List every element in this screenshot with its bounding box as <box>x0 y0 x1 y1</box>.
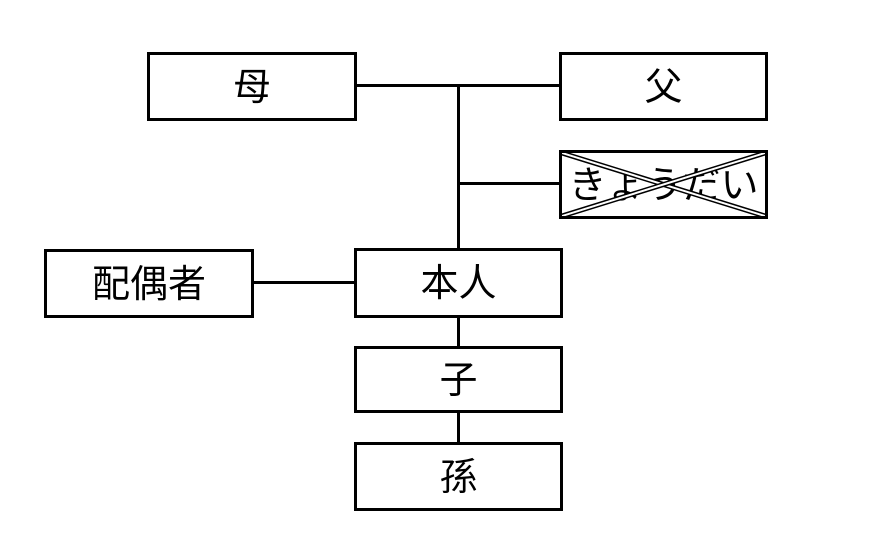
node-siblings-label: きょうだい <box>568 162 759 207</box>
node-child: 子 <box>354 346 563 413</box>
node-grandchild-label: 孫 <box>439 454 478 499</box>
siblings-connector <box>457 182 560 185</box>
node-grandchild: 孫 <box>354 442 563 511</box>
node-siblings: きょうだい <box>559 150 768 219</box>
node-spouse-label: 配偶者 <box>91 261 206 306</box>
parents-descent-line <box>457 84 460 249</box>
node-mother: 母 <box>147 52 357 121</box>
node-mother-label: 母 <box>232 64 271 109</box>
self-child-connector <box>457 316 460 347</box>
node-child-label: 子 <box>439 357 478 402</box>
node-self-label: 本人 <box>420 261 497 305</box>
node-self: 本人 <box>354 248 563 318</box>
spouse-self-connector <box>253 281 355 284</box>
node-spouse: 配偶者 <box>44 249 254 318</box>
node-father: 父 <box>559 52 768 121</box>
child-grandchild-connector <box>457 411 460 443</box>
node-father-label: 父 <box>644 64 683 109</box>
